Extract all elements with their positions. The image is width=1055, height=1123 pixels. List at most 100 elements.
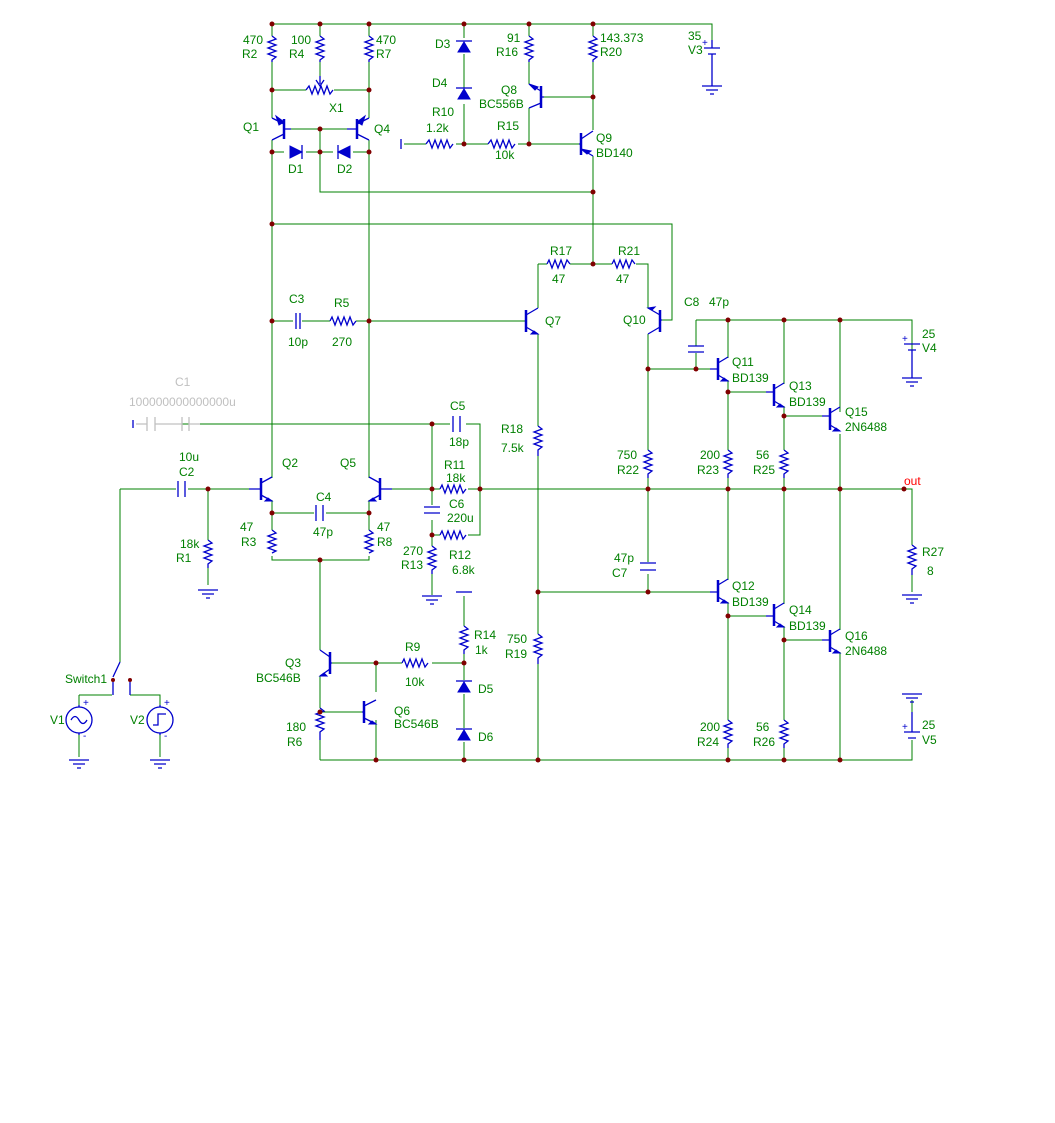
label-R6-ref: R6 [287, 735, 303, 749]
capacitor-C6 [424, 506, 440, 514]
transistor-Q11 [710, 356, 730, 382]
label-R10-ref: R10 [432, 105, 454, 119]
transistor-Q16 [822, 628, 842, 654]
resistor-R27 [906, 544, 918, 575]
label-C2-ref: C2 [179, 465, 195, 479]
capacitor-C2 [177, 481, 186, 497]
pulse-source-V2 [146, 705, 174, 735]
label-R13-ref: R13 [401, 558, 423, 572]
label-D4-ref: D4 [432, 76, 448, 90]
capacitors [177, 313, 704, 571]
transistor-Q1 [271, 114, 291, 141]
label-C1-ref: C1 [175, 375, 191, 389]
potentiometer-X1 [305, 84, 334, 96]
label-Q9-ref: Q9 [596, 131, 612, 145]
label-Q15-ref: Q15 [845, 405, 868, 419]
label-R3-ref: R3 [241, 535, 257, 549]
resistor-R3 [266, 529, 278, 554]
resistor-R8 [363, 529, 375, 554]
label-R26-value: 56 [756, 720, 770, 734]
transistor-Q7 [524, 307, 540, 335]
label-Q1-ref: Q1 [243, 120, 259, 134]
transistor-Q6 [362, 699, 378, 725]
label-R27-ref: R27 [922, 545, 944, 559]
label-C4-ref: C4 [316, 490, 332, 504]
label-R9-value: 10k [405, 675, 425, 689]
label-R18-ref: R18 [501, 422, 523, 436]
resistor-R9 [401, 657, 429, 669]
svg-text:+: + [702, 38, 708, 49]
label-C5-ref: C5 [450, 399, 466, 413]
diode-D1 [289, 145, 304, 159]
label-Q10-ref: Q10 [623, 313, 646, 327]
label-C7-value: 47p [614, 551, 634, 565]
ground-symbols [69, 85, 922, 769]
resistors [202, 35, 918, 748]
label-Q3-model: BC546B [256, 671, 301, 685]
label-R6-value: 180 [286, 720, 306, 734]
label-V4-value: 25 [922, 327, 936, 341]
resistor-R14 [458, 625, 470, 654]
transistor-Q10 [646, 306, 662, 335]
potentiometer-wiper [315, 76, 325, 88]
label-R24-ref: R24 [697, 735, 719, 749]
resistor-R7 [363, 35, 375, 62]
label-R22-ref: R22 [617, 463, 639, 477]
resistor-R25 [778, 449, 790, 478]
label-C6-value: 220u [447, 511, 474, 525]
resistor-R11 [439, 483, 467, 495]
label-R22-value: 750 [617, 448, 637, 462]
wires [78, 23, 913, 761]
label-D1-ref: D1 [288, 162, 304, 176]
capacitor-C1-disabled [136, 417, 200, 431]
label-R5-value: 270 [332, 335, 352, 349]
label-R23-value: 200 [700, 448, 720, 462]
label-Q11-model: BD139 [732, 371, 769, 385]
label-Q12-model: BD139 [732, 595, 769, 609]
label-R20-value: 143.373 [600, 31, 644, 45]
label-R1-ref: R1 [176, 551, 192, 565]
label-Q16-ref: Q16 [845, 629, 868, 643]
label-R4-ref: R4 [289, 47, 305, 61]
diodes [289, 40, 472, 741]
label-R1-value: 18k [180, 537, 200, 551]
label-R11-ref: R11 [444, 458, 465, 472]
component-labels: 470 R2 100 R4 470 R7 X1 D3 D4 91 R16 143… [50, 29, 944, 749]
resistor-R4 [314, 35, 326, 62]
diode-D5 [456, 680, 472, 693]
label-D3-ref: D3 [435, 37, 451, 51]
label-Q5-ref: Q5 [340, 456, 356, 470]
label-R12-value: 6.8k [452, 563, 476, 577]
label-Q9-model: BD140 [596, 146, 633, 160]
resistor-R24 [722, 719, 734, 748]
label-R9-ref: R9 [405, 640, 421, 654]
diode-D2 [336, 145, 351, 159]
label-C1-value: 100000000000000u [129, 395, 236, 409]
label-Q14-ref: Q14 [789, 603, 812, 617]
transistors [249, 83, 842, 725]
label-Q11-ref: Q11 [732, 355, 754, 369]
label-C5-value: 18p [449, 435, 469, 449]
resistor-R16 [523, 35, 535, 62]
capacitor-C8 [688, 345, 704, 353]
label-D5-ref: D5 [478, 682, 494, 696]
label-Q13-model: BD139 [789, 395, 826, 409]
resistor-R20 [587, 35, 599, 62]
label-C7-ref: C7 [612, 566, 628, 580]
label-R15-value: 10k [495, 148, 515, 162]
resistor-R23 [722, 449, 734, 478]
label-V5-value: 25 [922, 718, 936, 732]
label-R16-ref: R16 [496, 45, 518, 59]
label-R19-ref: R19 [505, 647, 527, 661]
voltage-sources [65, 40, 920, 739]
resistor-R2 [266, 35, 278, 62]
label-R18-value: 7.5k [501, 441, 525, 455]
label-Q8-ref: Q8 [501, 83, 517, 97]
label-Q13-ref: Q13 [789, 379, 812, 393]
transistor-Q4 [347, 114, 370, 141]
label-Q6-ref: Q6 [394, 704, 410, 718]
switch-Switch1 [111, 661, 132, 695]
battery-V3 [704, 40, 720, 86]
transistor-Q12 [710, 578, 730, 604]
